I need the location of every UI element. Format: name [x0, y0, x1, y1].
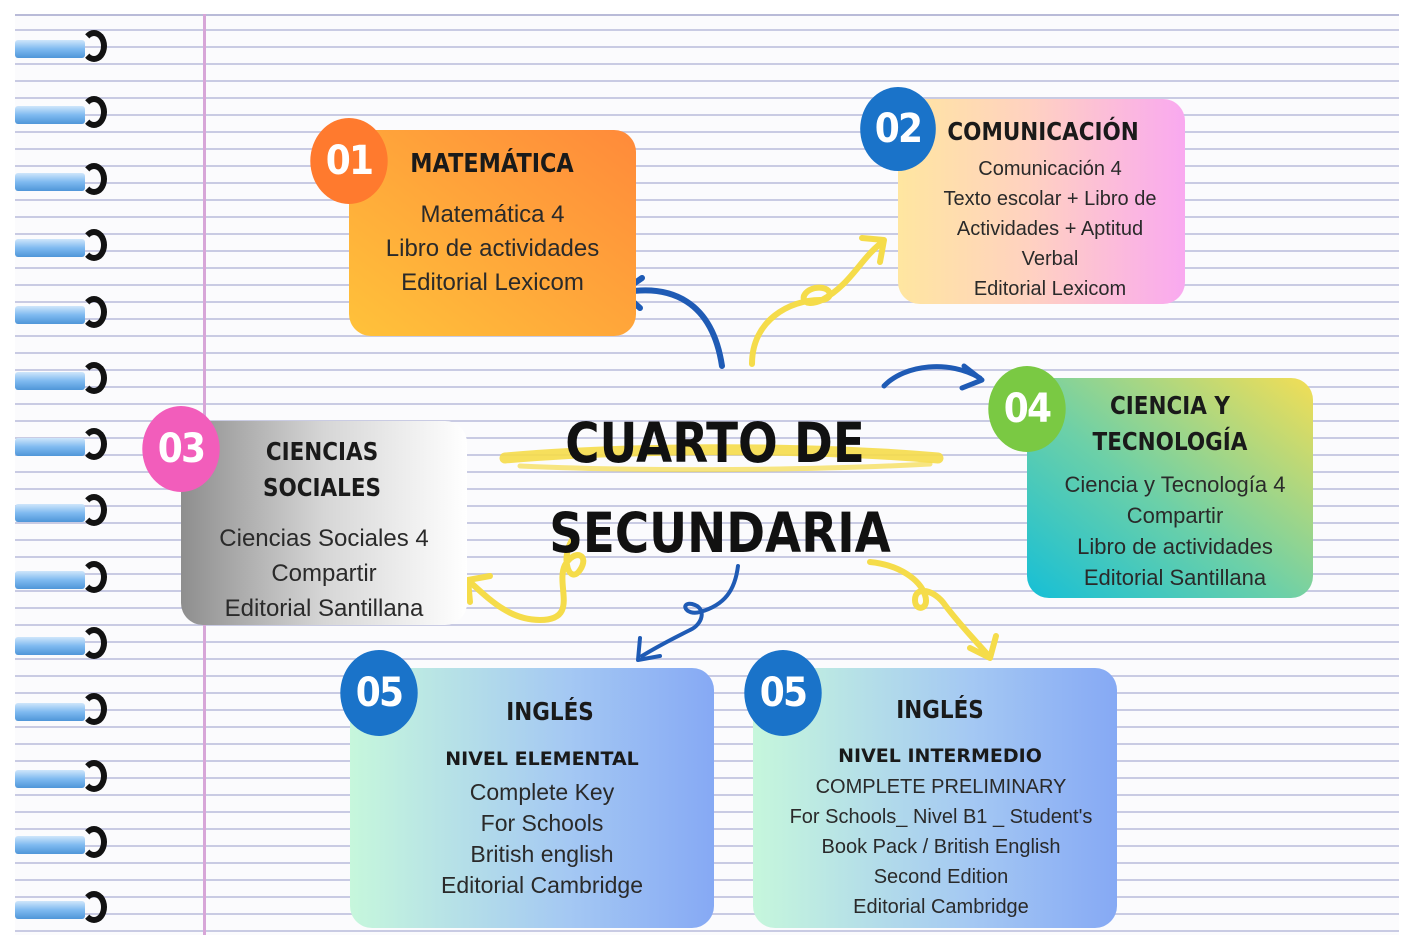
title-comunicacion: COMUNICACIÓN: [947, 117, 1139, 146]
title-line: TECNOLOGÍA: [1092, 427, 1248, 457]
body-line: Ciencia y Tecnología 4: [1064, 472, 1286, 497]
arrowhead-ingles-intermedio: [967, 633, 999, 661]
badge-04: 04: [988, 366, 1066, 452]
subtitle-ingles-elemental: NIVEL ELEMENTAL: [445, 748, 639, 770]
top-rule-line: [15, 14, 1399, 16]
badge-05: 05: [340, 650, 418, 736]
title-line: CIENCIAS: [265, 437, 379, 466]
spiral-ring-icon: [15, 826, 110, 864]
body-comunicacion: Comunicación 4 Texto escolar + Libro de …: [912, 154, 1188, 304]
body-line: For Schools_ Nivel B1 _ Student's: [789, 806, 1093, 828]
spiral-ring-icon: [15, 627, 110, 665]
spiral-ring-icon: [15, 296, 110, 334]
spiral-ring-icon: [15, 891, 110, 929]
subtitle-ingles-intermedio: NIVEL INTERMEDIO: [838, 745, 1042, 767]
spiral-ring-icon: [15, 30, 110, 68]
center-title-line1: CUARTO DE: [565, 411, 865, 475]
body-line: COMPLETE PRELIMINARY: [815, 776, 1067, 798]
body-line: Verbal: [1021, 248, 1079, 270]
arrow-to-ingles-intermedio: [867, 559, 991, 658]
body-line: Compartir: [1126, 503, 1224, 528]
card-matematica: [349, 130, 636, 336]
body-line: Editorial Cambridge: [853, 896, 1029, 918]
card-ciencias-sociales: [181, 421, 467, 625]
spiral-ring-icon: [15, 163, 110, 201]
title-line: SOCIALES: [262, 473, 382, 503]
arrow-to-ciencias-sociales: [467, 537, 587, 624]
body-line: Editorial Cambridge: [441, 872, 643, 898]
center-title-line2: SECUNDARIA: [549, 501, 891, 565]
body-line: Compartir: [271, 560, 377, 587]
body-ciencia-tecnologia: Ciencia y Tecnología 4 Compartir Libro d…: [1037, 469, 1313, 593]
body-line: Complete Key: [469, 779, 615, 805]
arrowhead-comunicacion: [859, 235, 887, 265]
title-line: CIENCIA Y: [1110, 391, 1230, 420]
arrowhead-ciencias-sociales: [465, 573, 493, 605]
body-line: Editorial Santillana: [224, 595, 424, 622]
title-highlight-stroke-2: [517, 461, 933, 473]
body-ingles-intermedio: COMPLETE PRELIMINARY For Schools_ Nivel …: [753, 772, 1129, 922]
body-ingles-elemental: Complete Key For Schools British english…: [370, 777, 714, 901]
body-line: Ciencias Sociales 4: [219, 525, 429, 552]
arrow-to-comunicacion: [749, 241, 883, 367]
body-line: For Schools: [480, 810, 604, 836]
badge-03: 03: [142, 406, 220, 492]
arrowhead-ingles-elemental: [636, 636, 662, 662]
card-comunicacion: [898, 99, 1185, 304]
title-matematica: MATEMÁTICA: [410, 149, 574, 179]
spiral-ring-icon: [15, 362, 110, 400]
body-line: Comunicación 4: [978, 158, 1122, 180]
body-line: Libro de actividades: [385, 235, 600, 262]
title-ingles-elemental: INGLÉS: [506, 697, 594, 726]
center-title: CUARTO DE SECUNDARIA: [549, 398, 891, 578]
spiral-ring-icon: [15, 693, 110, 731]
spiral-ring-icon: [15, 96, 110, 134]
title-ciencia-tecnologia: CIENCIA Y TECNOLOGÍA: [1084, 388, 1256, 461]
body-ciencias-sociales: Ciencias Sociales 4 Compartir Editorial …: [181, 521, 467, 626]
body-line: Editorial Santillana: [1083, 565, 1267, 590]
body-line: Editorial Lexicom: [401, 269, 584, 296]
spiral-ring-icon: [15, 760, 110, 798]
title-highlight-stroke: [499, 444, 944, 464]
spiral-ring-icon: [15, 428, 110, 466]
arrow-to-matematica: [623, 287, 725, 369]
badge-01: 01: [310, 118, 388, 204]
body-line: Libro de actividades: [1077, 534, 1273, 559]
spiral-ring-icon: [15, 229, 110, 267]
body-line: Texto escolar + Libro de: [943, 188, 1157, 210]
body-matematica: Matemática 4 Libro de actividades Editor…: [349, 198, 636, 300]
body-line: Matemática 4: [420, 201, 565, 228]
spiral-ring-icon: [15, 494, 110, 532]
body-line: Actividades + Aptitud: [956, 218, 1144, 240]
body-line: Book Pack / British English: [821, 836, 1061, 858]
title-ingles-intermedio: INGLÉS: [896, 695, 984, 724]
card-ciencia-tecnologia: [1027, 378, 1313, 598]
spiral-ring-icon: [15, 561, 110, 599]
arrowhead-ciencia-tecnologia: [959, 363, 985, 391]
body-line: British english: [470, 841, 614, 867]
body-line: Editorial Lexicom: [973, 278, 1127, 300]
arrow-to-ingles-elemental: [640, 564, 740, 658]
body-line: Second Edition: [873, 866, 1009, 888]
title-ciencias-sociales: CIENCIAS SOCIALES: [236, 434, 408, 507]
badge-05: 05: [744, 650, 822, 736]
badge-02: 02: [860, 87, 936, 171]
